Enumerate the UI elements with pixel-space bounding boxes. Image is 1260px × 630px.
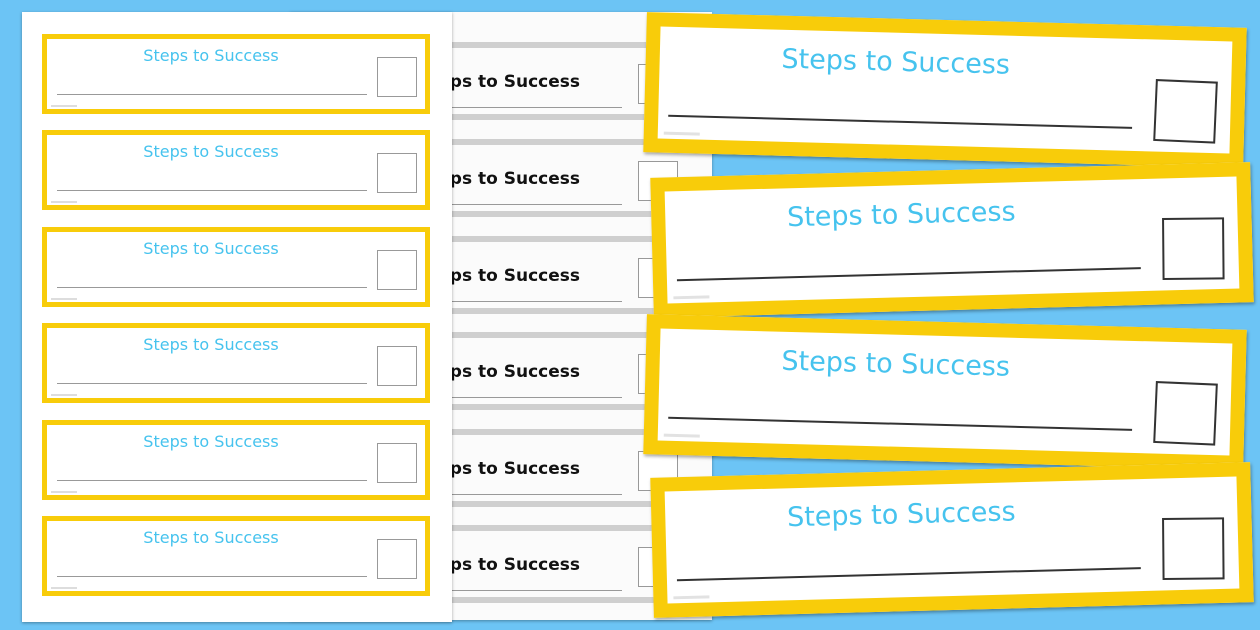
write-line bbox=[450, 301, 622, 302]
strip-title: Steps to Success bbox=[781, 345, 1011, 383]
strip-title: Steps to Success bbox=[143, 46, 279, 65]
footer-mark bbox=[51, 394, 77, 396]
footer-mark bbox=[51, 105, 77, 107]
yellow-strip: Steps to Success bbox=[42, 323, 430, 403]
footer-mark bbox=[51, 587, 77, 589]
write-line bbox=[450, 204, 622, 205]
write-line bbox=[676, 567, 1141, 582]
strip-title: Steps to Success bbox=[786, 496, 1016, 534]
write-line bbox=[668, 416, 1133, 431]
checkbox bbox=[377, 539, 417, 579]
write-line bbox=[57, 190, 367, 191]
footer-mark bbox=[663, 131, 700, 136]
large-strip: Steps to Success bbox=[650, 462, 1254, 618]
write-line bbox=[450, 107, 622, 108]
strip-title: Steps to Success bbox=[143, 335, 279, 354]
write-line bbox=[57, 287, 367, 288]
front-printout-sheet: Steps to Success Steps to Success Steps … bbox=[22, 12, 452, 622]
write-line bbox=[57, 94, 367, 95]
checkbox bbox=[1162, 517, 1225, 580]
checkbox bbox=[377, 250, 417, 290]
footer-mark bbox=[51, 491, 77, 493]
strip-title: Steps to Success bbox=[143, 142, 279, 161]
checkbox bbox=[377, 57, 417, 97]
footer-mark bbox=[663, 433, 700, 438]
strip-title: Steps to Success bbox=[417, 459, 580, 479]
checkbox bbox=[1153, 380, 1218, 446]
footer-mark bbox=[673, 595, 710, 600]
strip-title: Steps to Success bbox=[417, 169, 580, 189]
checkbox bbox=[377, 346, 417, 386]
strip-title: Steps to Success bbox=[417, 266, 580, 286]
write-line bbox=[676, 267, 1141, 282]
write-line bbox=[450, 590, 622, 591]
footer-mark bbox=[673, 295, 710, 300]
yellow-strip: Steps to Success bbox=[42, 130, 430, 210]
strip-title: Steps to Success bbox=[143, 432, 279, 451]
write-line bbox=[57, 480, 367, 481]
checkbox bbox=[1162, 217, 1225, 280]
gray-strip: Steps to Success bbox=[290, 139, 712, 217]
strip-title: Steps to Success bbox=[417, 362, 580, 382]
strip-title: Steps to Success bbox=[417, 72, 580, 92]
yellow-strip: Steps to Success bbox=[42, 34, 430, 114]
gray-strip: Steps to Success bbox=[290, 525, 712, 603]
yellow-strip: Steps to Success bbox=[42, 516, 430, 596]
yellow-strip: Steps to Success bbox=[42, 227, 430, 307]
write-line bbox=[668, 114, 1133, 129]
strip-title: Steps to Success bbox=[143, 239, 279, 258]
strip-title: Steps to Success bbox=[786, 196, 1016, 234]
large-strip: Steps to Success bbox=[643, 314, 1247, 470]
yellow-strip: Steps to Success bbox=[42, 420, 430, 500]
write-line bbox=[57, 383, 367, 384]
large-strip: Steps to Success bbox=[643, 12, 1247, 168]
large-strip: Steps to Success bbox=[650, 162, 1254, 318]
write-line bbox=[57, 576, 367, 577]
checkbox bbox=[377, 153, 417, 193]
strip-title: Steps to Success bbox=[417, 555, 580, 575]
write-line bbox=[450, 494, 622, 495]
strip-title: Steps to Success bbox=[143, 528, 279, 547]
footer-mark bbox=[51, 201, 77, 203]
write-line bbox=[450, 397, 622, 398]
checkbox bbox=[377, 443, 417, 483]
footer-mark bbox=[51, 298, 77, 300]
checkbox bbox=[1153, 78, 1218, 144]
strip-title: Steps to Success bbox=[781, 43, 1011, 81]
